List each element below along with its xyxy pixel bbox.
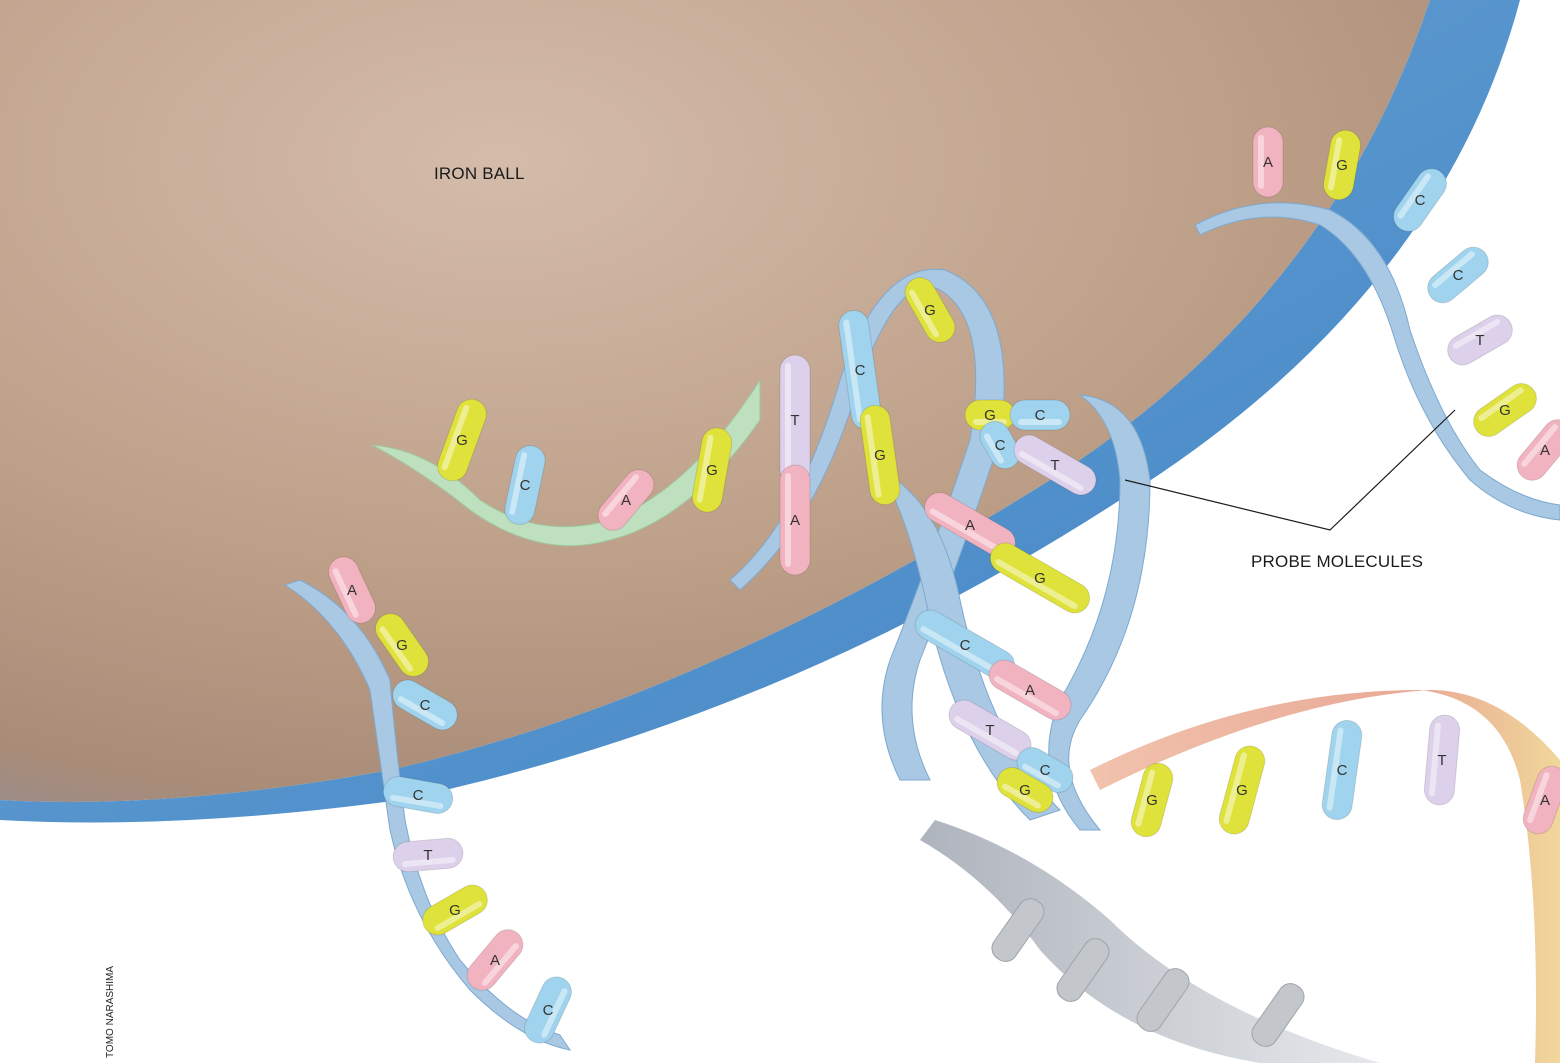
base-letter-r-G: G (1336, 157, 1348, 174)
base-letter-p1-A: A (347, 582, 357, 599)
base-letter-h-T2: T (1050, 457, 1059, 474)
probe-molecules-label: PROBE MOLECULES (1251, 552, 1423, 572)
base-letter-h-C: C (855, 362, 866, 379)
base-letter-h-A2: A (965, 517, 975, 534)
base-letter-h-G: G (874, 447, 886, 464)
base-letter-h-G4: G (1034, 570, 1046, 587)
base-letter-s-C: C (1337, 762, 1348, 779)
base-letter-p1-G: G (396, 637, 408, 654)
base-letter-p1-T: T (423, 847, 432, 864)
base-letter-h-A: A (790, 512, 800, 529)
base-letter-h-C2: C (1035, 407, 1046, 424)
base-letter-h-G5: G (1019, 782, 1031, 799)
base-letter-t-G2: G (706, 462, 718, 479)
base-letter-t-G1: G (456, 432, 468, 449)
base-letter-h-C4: C (960, 637, 971, 654)
base-letter-h-A3: A (1025, 682, 1035, 699)
base-cylinder-r-A2 (1511, 414, 1560, 487)
base-letter-r-C2: C (1453, 267, 1464, 284)
base-letter-s-T: T (1437, 752, 1446, 769)
base-letter-r-A: A (1263, 154, 1273, 171)
base-letter-t-C1: C (520, 477, 531, 494)
base-letter-h-T: T (790, 412, 799, 429)
base-letter-r-A2: A (1540, 442, 1550, 459)
artist-credit: TOMO NARASHIMA (105, 966, 116, 1058)
gray-target-strand (920, 820, 1380, 1063)
base-letter-h-T3: T (985, 722, 994, 739)
base-letter-s-A: A (1540, 792, 1550, 809)
base-letter-t-A1: A (621, 492, 631, 509)
base-letter-s-G2: G (1236, 782, 1248, 799)
base-letter-r-T: T (1475, 332, 1484, 349)
base-letter-r-G2: G (1499, 402, 1511, 419)
base-letter-p1-A2: A (490, 952, 500, 969)
base-letter-s-G1: G (1146, 792, 1158, 809)
base-letter-h-G2: G (924, 302, 936, 319)
base-letter-r-C1: C (1415, 192, 1426, 209)
base-letter-p1-C3: C (543, 1002, 554, 1019)
base-letter-h-C5: C (1040, 762, 1051, 779)
iron-ball-label: IRON BALL (434, 164, 525, 184)
base-letter-p1-C2: C (413, 787, 424, 804)
base-letter-h-G3: G (984, 407, 996, 424)
base-letter-p1-G2: G (449, 902, 461, 919)
base-letter-h-C3: C (995, 437, 1006, 454)
base-letter-p1-C1: C (420, 697, 431, 714)
